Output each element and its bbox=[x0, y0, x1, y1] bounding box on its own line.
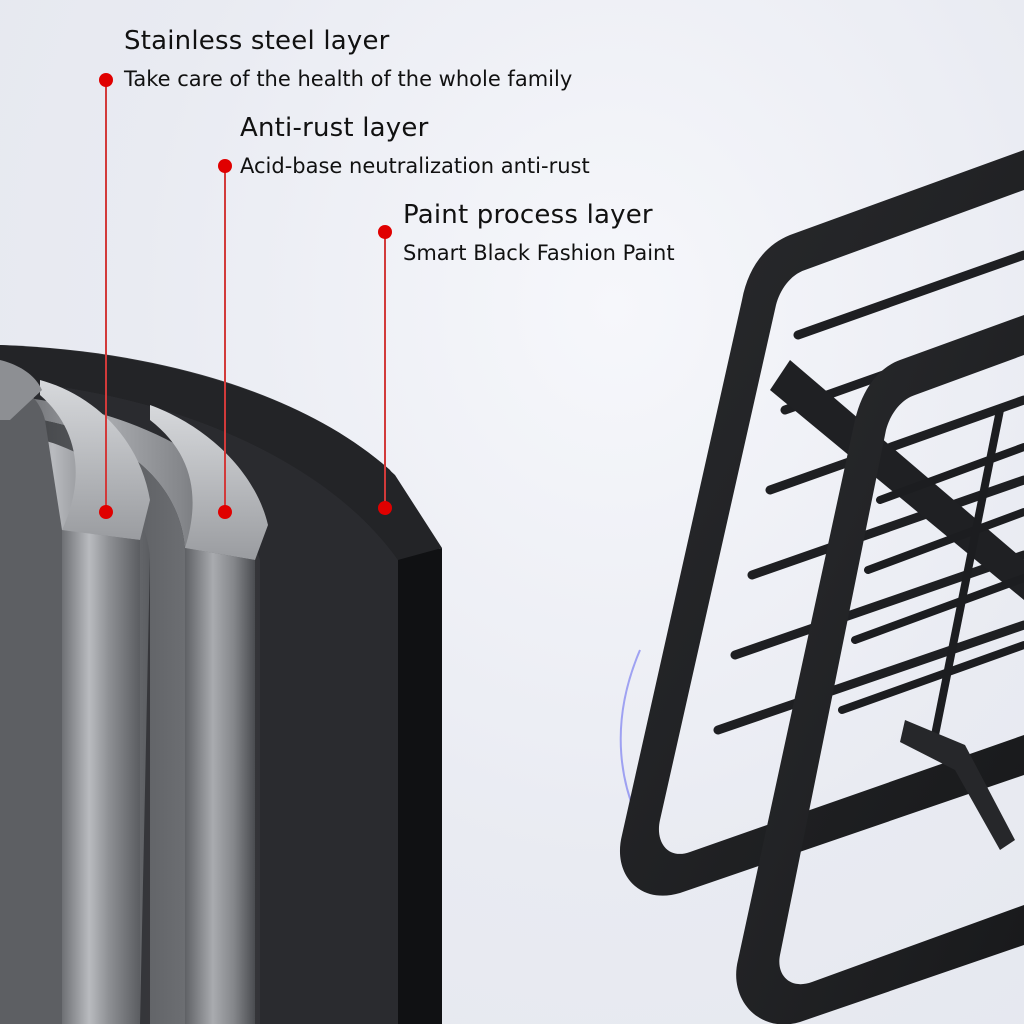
marker-dot-anti-rust-layer bbox=[218, 505, 232, 519]
layer-cross-section bbox=[0, 345, 442, 1024]
rack-back-frame bbox=[619, 150, 1024, 896]
rack-product-image bbox=[619, 150, 1024, 1024]
stainless-steel-description: Take care of the health of the whole fam… bbox=[124, 67, 573, 91]
callout-leaders bbox=[99, 73, 392, 519]
paint-layer-top bbox=[0, 345, 442, 560]
marker-dot-stainless-top bbox=[99, 73, 113, 87]
anti-rust-description: Acid-base neutralization anti-rust bbox=[240, 154, 590, 178]
anti-rust-title: Anti-rust layer bbox=[240, 113, 429, 143]
paint-process-title: Paint process layer bbox=[403, 200, 653, 230]
rack-front-frame bbox=[736, 315, 1024, 1024]
marker-dot-stainless-layer bbox=[99, 505, 113, 519]
marker-dot-paint-top bbox=[378, 225, 392, 239]
marker-dot-anti-rust-top bbox=[218, 159, 232, 173]
stainless-steel-title: Stainless steel layer bbox=[124, 26, 390, 56]
marker-dot-paint-layer bbox=[378, 501, 392, 515]
paint-process-description: Smart Black Fashion Paint bbox=[403, 241, 675, 265]
